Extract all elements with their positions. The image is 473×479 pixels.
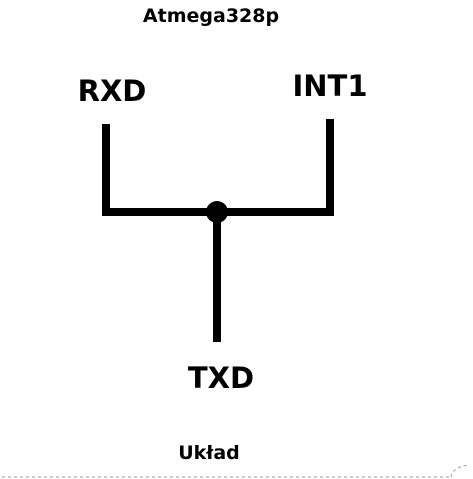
chip-title: Atmega328p xyxy=(143,5,279,27)
junction-dot xyxy=(206,201,228,223)
pin-label-rxd: RXD xyxy=(78,74,147,108)
pin-label-int1: INT1 xyxy=(292,69,367,103)
resize-handle-icon[interactable] xyxy=(450,464,469,478)
pin-label-txd: TXD xyxy=(188,361,254,395)
diagram-caption: Układ xyxy=(178,442,240,464)
